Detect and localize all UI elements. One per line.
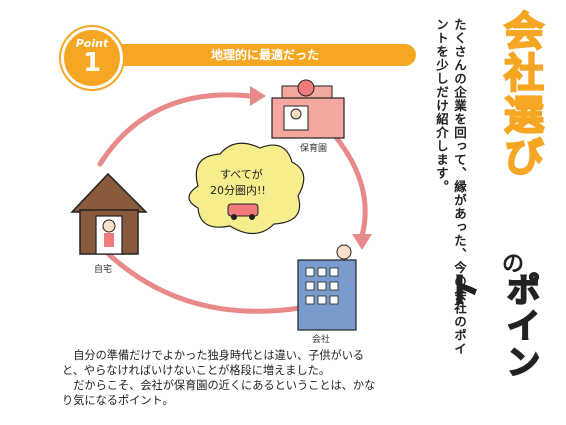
bubble-line-1: すべてが <box>220 167 263 181</box>
company-label: 会社 <box>312 333 330 344</box>
bubble-line-2: 20分圏内!! <box>210 183 266 197</box>
intro-text: たくさんの企業を回って、縁があった、今の会社のポイントを少しだけ紹介します。 <box>434 18 467 356</box>
caption: 自分の準備だけでよかった独身時代とは違い、子供がいる と、やらなければいけないこ… <box>62 348 412 408</box>
arrow-company-to-home <box>97 243 303 314</box>
nursery-icon <box>271 79 345 139</box>
arrow-head-2 <box>352 234 372 250</box>
side-title: 会社選び の ポイント <box>439 9 556 410</box>
point-number: 1 <box>82 48 102 78</box>
title-kana: ポイント <box>439 271 541 381</box>
caption-line-1: 自分の準備だけでよかった独身時代とは違い、子供がいる <box>73 349 365 362</box>
arrow-head-1 <box>250 86 266 106</box>
thought-bubble <box>188 142 305 235</box>
title-kanji: 会社選び <box>496 9 544 179</box>
caption-line-3: だからこそ、会社が保育園の近くにあるということは、かな <box>73 379 376 392</box>
home-icon <box>70 172 148 255</box>
caption-line-2: と、やらなければいけないことが格段に増えました。 <box>62 364 331 377</box>
home-label: 自宅 <box>94 263 112 275</box>
arrow-nursery-to-company <box>332 133 368 239</box>
caption-line-4: り気になるポイント。 <box>62 394 174 407</box>
nursery-label: 保育園 <box>300 142 327 154</box>
point-label: Point <box>75 37 109 50</box>
section-title: 地理的に最適だった <box>210 48 319 62</box>
commute-illustration: 自宅 保育園 会社 すべてが 20分圏内!! <box>70 79 372 344</box>
point-badge: Point 1 <box>61 27 123 89</box>
title-no: の <box>501 252 524 277</box>
arrow-home-to-nursery <box>97 92 253 167</box>
header-bar <box>104 44 416 66</box>
company-icon <box>297 244 357 331</box>
